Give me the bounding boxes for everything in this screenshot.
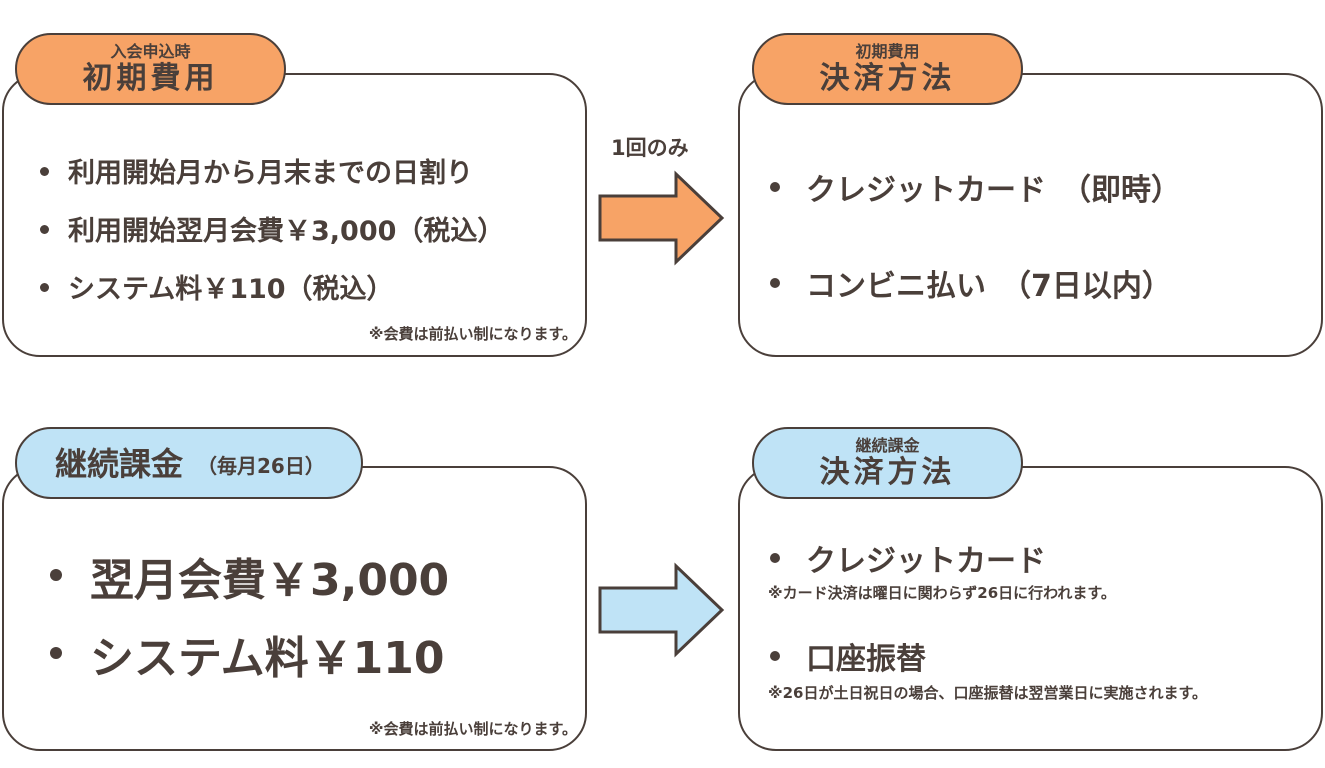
prepay-note: ※会費は前払い制になります。 [368,720,577,738]
bullet-icon [770,553,780,563]
list-item: 翌月会費￥3,000 [50,544,449,622]
right-arrow-icon [598,562,725,658]
list-item: 口座振替 [770,634,926,678]
bullet-icon [40,167,49,176]
bullet-icon [770,182,780,192]
bullet-icon [40,225,49,234]
initial-payment-box: クレジットカード （即時） コンビニ払い （7日以内） [738,73,1323,357]
initial-payment-tag: 初期費用 決済方法 [752,33,1023,105]
list-item: コンビニ払い （7日以内） [770,261,1181,321]
bullet-icon [770,651,780,661]
list-item: クレジットカード [770,536,1046,580]
initial-cost-box: 利用開始月から月末までの日割り 利用開始翌月会費￥3,000（税込） システム料… [2,73,587,357]
right-arrow-icon [598,170,725,266]
recurring-list: 翌月会費￥3,000 システム料￥110 [50,544,449,700]
bullet-icon [770,278,780,288]
bullet-icon [50,569,62,581]
recurring-payment-tag: 継続課金 決済方法 [752,427,1023,499]
bank-transfer-note: ※26日が土日祝日の場合、口座振替は翌営業日に実施されます。 [768,684,1207,702]
list-item: 利用開始月から月末までの日割り [40,151,504,209]
initial-cost-list: 利用開始月から月末までの日割り 利用開始翌月会費￥3,000（税込） システム料… [40,151,504,325]
initial-cost-tag: 入会申込時 初期費用 [15,33,286,105]
recurring-box: 翌月会費￥3,000 システム料￥110 ※会費は前払い制になります。 [2,466,587,751]
list-item: クレジットカード （即時） [770,165,1181,261]
list-item: 利用開始翌月会費￥3,000（税込） [40,209,504,267]
bullet-icon [40,283,49,292]
bullet-icon [50,647,62,659]
recurring-tag: 継続課金 （毎月26日） [15,427,363,499]
list-item: システム料￥110（税込） [40,267,504,325]
arrow-label: 1回のみ [611,136,689,160]
list-item: システム料￥110 [50,622,449,700]
card-note: ※カード決済は曜日に関わらず26日に行われます。 [768,584,1116,602]
recurring-payment-box: クレジットカード ※カード決済は曜日に関わらず26日に行われます。 口座振替 ※… [738,466,1323,751]
prepay-note: ※会費は前払い制になります。 [368,325,577,343]
initial-payment-list: クレジットカード （即時） コンビニ払い （7日以内） [770,165,1181,321]
